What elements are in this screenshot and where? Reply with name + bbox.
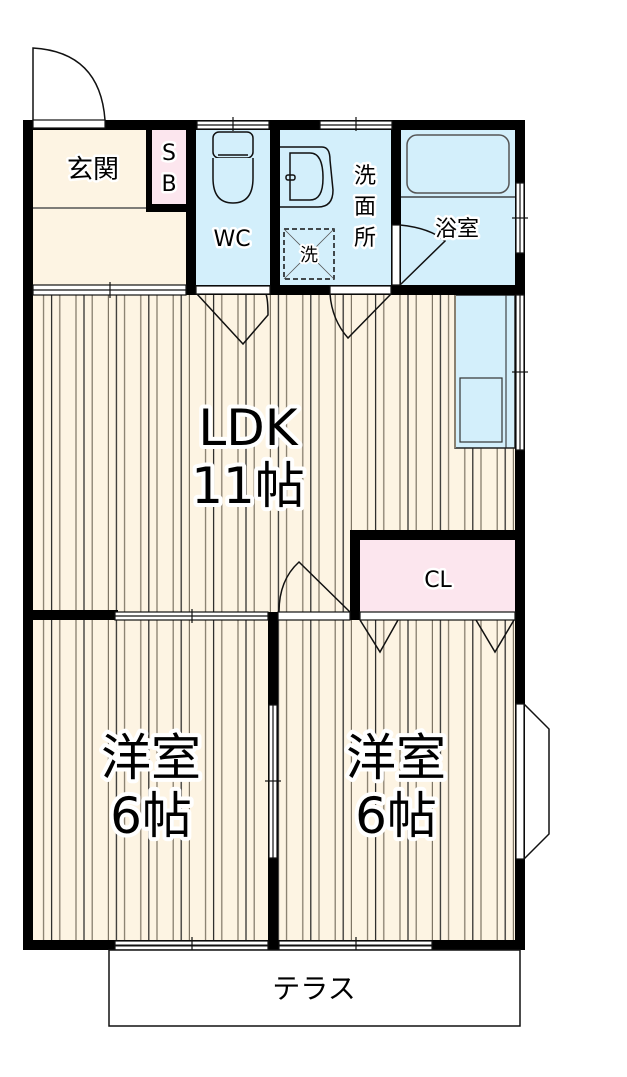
closet-door-left bbox=[359, 619, 399, 654]
washroom-label-3: 所 bbox=[354, 226, 376, 251]
closet-door-right bbox=[475, 619, 515, 654]
toilet-door-opening bbox=[195, 285, 271, 295]
room2-door-opening bbox=[277, 611, 351, 621]
room1-label: 洋室 bbox=[101, 729, 201, 787]
bathtub-icon bbox=[401, 134, 515, 198]
ldk-size: 11帖 bbox=[191, 457, 305, 515]
washroom-door-opening bbox=[329, 285, 392, 295]
toilet-icon bbox=[212, 131, 254, 204]
entrance-door-swing bbox=[32, 47, 106, 121]
entrance-label: 玄関 bbox=[67, 155, 119, 185]
washroom-door-swing bbox=[329, 293, 392, 340]
room2-size: 6帖 bbox=[355, 787, 437, 845]
fixtures bbox=[212, 131, 515, 280]
closet-doors bbox=[359, 611, 516, 621]
closet-label: CL bbox=[424, 568, 452, 593]
entrance-door-opening bbox=[32, 119, 106, 129]
shoe-box-label-s: S bbox=[162, 141, 176, 166]
toilet-door-swing bbox=[196, 293, 269, 346]
terrace-area bbox=[108, 949, 521, 1027]
room2-bay-window bbox=[515, 703, 525, 860]
windows-and-openings bbox=[32, 117, 550, 953]
closet-area bbox=[360, 540, 515, 612]
shoe-box-label-b: B bbox=[161, 172, 176, 197]
washroom-label-2: 面 bbox=[354, 195, 376, 220]
toilet-label: WC bbox=[213, 227, 250, 252]
wash-basin-icon bbox=[280, 146, 334, 208]
ldk-label: LDK bbox=[198, 399, 298, 457]
room-labels: 玄関 S B WC 洗 面 所 洗 浴室 LDK 11帖 CL 洋室 6帖 洋室… bbox=[64, 139, 481, 1006]
stove-icon bbox=[459, 377, 503, 443]
washer-label: 洗 bbox=[300, 245, 318, 266]
washroom-label-1: 洗 bbox=[354, 164, 376, 189]
bathroom-label: 浴室 bbox=[435, 217, 479, 242]
shoe-box-area bbox=[152, 130, 186, 204]
floor-surfaces bbox=[33, 130, 516, 940]
room1-size: 6帖 bbox=[110, 787, 192, 845]
bathroom-door-opening bbox=[391, 224, 401, 286]
room2-door-swing bbox=[278, 560, 351, 613]
room2-label: 洋室 bbox=[346, 729, 446, 787]
terrace-label: テラス bbox=[272, 972, 355, 1005]
bathroom-door-swing bbox=[399, 224, 447, 286]
door-swings bbox=[32, 47, 515, 654]
washing-machine-spot bbox=[283, 228, 335, 280]
